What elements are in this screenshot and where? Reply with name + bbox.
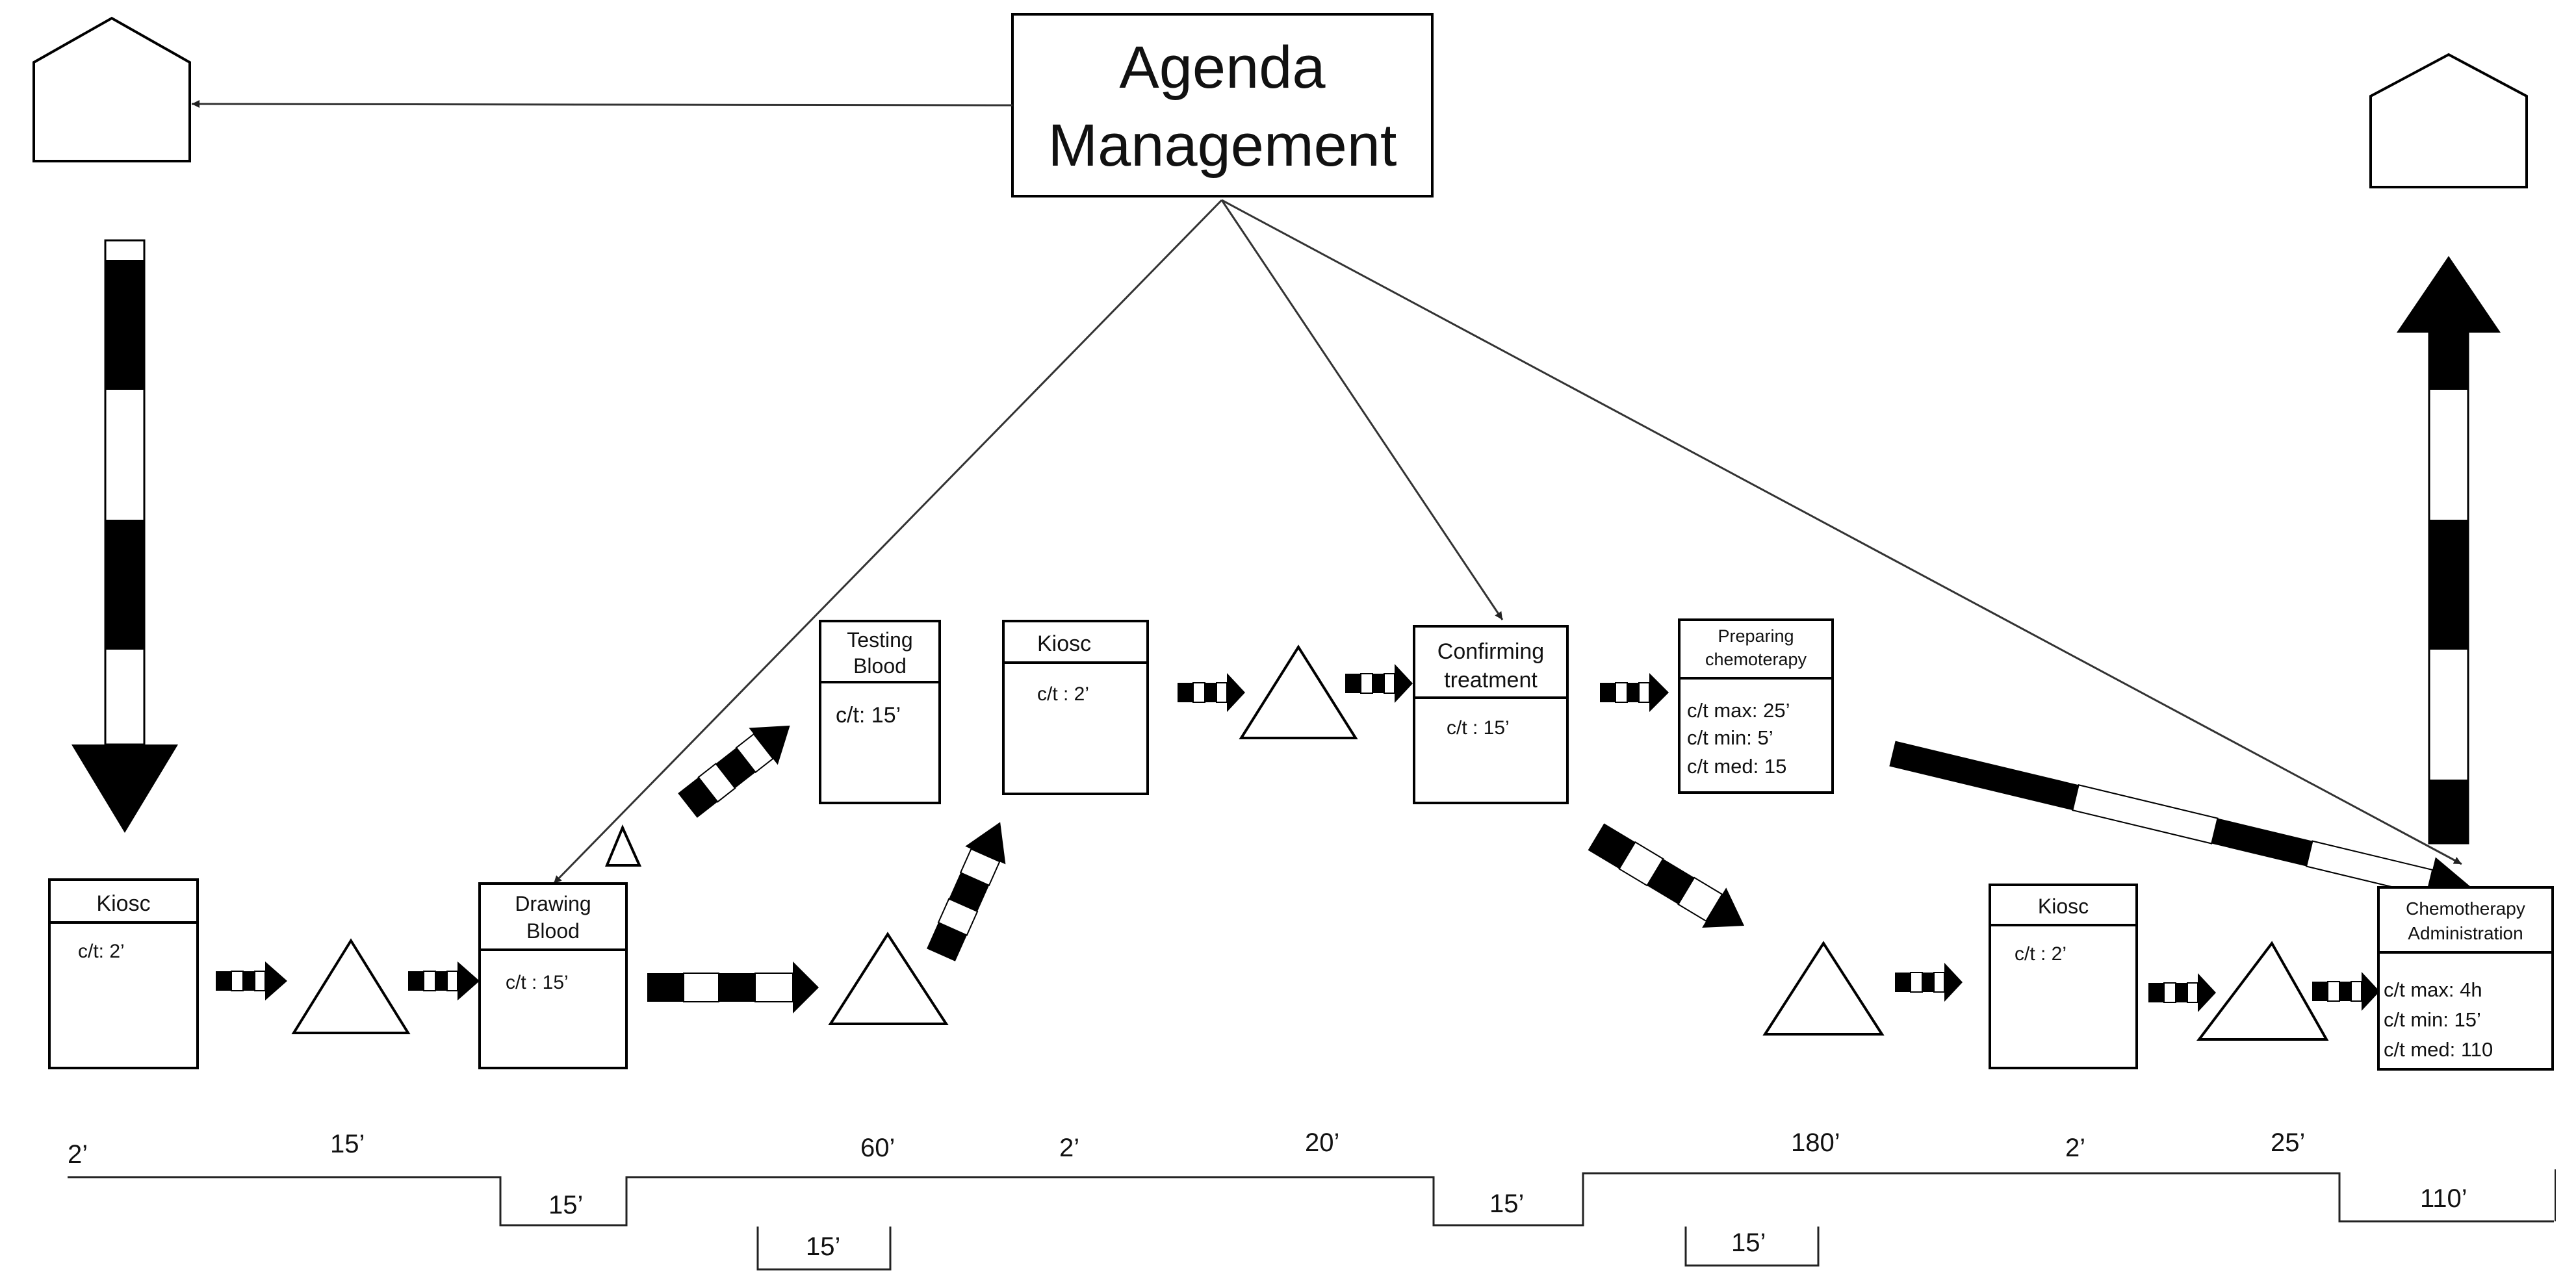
timeline-line [68, 1172, 2554, 1227]
supplier-house-icon [32, 16, 191, 162]
process-testing-blood: Testing Blood c/t: 15’ [819, 620, 941, 804]
preparing-ct-min: c/t min: 5’ [1687, 726, 1773, 749]
testing-title-line1: Testing [847, 628, 912, 652]
push-arrow-2 [408, 961, 480, 1000]
push-arrow-6 [1895, 963, 1963, 1002]
testing-title-line2: Blood [853, 654, 907, 678]
wait-time-5: 20’ [1305, 1128, 1339, 1157]
info-line-to-chemo [1221, 199, 2462, 865]
push-arrow-5 [1600, 673, 1669, 712]
inventory-triangle-2 [828, 932, 949, 1025]
process-drawing-blood: Drawing Blood c/t : 15’ [478, 882, 628, 1069]
chemo-ct-med: c/t med: 110 [2384, 1038, 2493, 1061]
push-arrow-confirming-down [1588, 823, 1745, 928]
process-kiosc-3: Kiosc c/t : 2’ [1989, 884, 2138, 1069]
push-arrow-3 [1178, 673, 1245, 712]
supplier-push-arrow [71, 239, 178, 833]
drawing-title-line1: Drawing [515, 892, 591, 915]
inventory-triangle-5 [2196, 941, 2329, 1041]
kiosc-2-cycle-time: c/t : 2’ [1037, 683, 1089, 705]
chemo-title-line2: Administration [2408, 923, 2523, 943]
timeline-sub-bracket-2 [1684, 1227, 1820, 1267]
info-line-to-confirming [1220, 199, 1504, 620]
sub-step-time-1: 15’ [806, 1232, 840, 1261]
push-arrow-4 [1345, 664, 1413, 703]
process-confirming-treatment: Confirming treatment c/t : 15’ [1413, 625, 1569, 804]
preparing-title-line1: Preparing [1718, 626, 1794, 646]
confirming-cycle-time: c/t : 15’ [1447, 717, 1510, 739]
wait-time-3: 60’ [860, 1134, 895, 1162]
chemo-title-line1: Chemotherapy [2406, 898, 2525, 919]
confirming-title-line2: treatment [1444, 668, 1538, 693]
agenda-title-line1: Agenda [1119, 34, 1326, 101]
customer-shipment-arrow [2397, 256, 2501, 845]
push-arrow-preparing-to-chemo [1889, 741, 2480, 908]
inventory-triangle-1 [291, 938, 411, 1034]
wait-time-2: 15’ [330, 1130, 365, 1158]
push-arrow-8 [2312, 972, 2380, 1011]
timeline-sub-bracket-1 [756, 1227, 892, 1271]
preparing-ct-med: c/t med: 15 [1687, 755, 1786, 778]
process-preparing-chemoterapy: Preparing chemoterapy c/t max: 25’ c/t m… [1678, 618, 1834, 794]
kiosc-2-title: Kiosc [1037, 631, 1091, 656]
push-arrow-1 [216, 961, 287, 1000]
kiosc-3-title: Kiosc [2038, 895, 2089, 918]
chemo-ct-max: c/t max: 4h [2384, 978, 2482, 1001]
chemo-ct-min: c/t min: 15’ [2384, 1008, 2481, 1031]
confirming-title-line1: Confirming [1437, 639, 1544, 664]
push-arrow-to-testing [678, 725, 790, 818]
wait-time-6: 180’ [1791, 1128, 1840, 1157]
step-time-2: 15’ [1489, 1190, 1524, 1218]
testing-cycle-time: c/t: 15’ [836, 703, 901, 728]
wait-time-4: 2’ [1059, 1134, 1079, 1162]
info-line-to-supplier [191, 100, 1013, 108]
inventory-triangle-small [605, 824, 642, 867]
inventory-triangle-4 [1762, 941, 1885, 1036]
wait-time-1: 2’ [68, 1140, 88, 1169]
push-arrow-7 [2148, 973, 2216, 1012]
process-chemotherapy-administration: Chemotherapy Administration c/t max: 4h … [2377, 886, 2554, 1071]
push-arrow-drawing-to-inventory [647, 961, 819, 1013]
inventory-triangle-3 [1239, 644, 1358, 739]
wait-time-7: 2’ [2065, 1134, 2085, 1162]
push-arrow-to-kiosc2 [927, 822, 1006, 961]
preparing-ct-max: c/t max: 25’ [1687, 699, 1790, 722]
process-kiosc-2: Kiosc c/t : 2’ [1002, 620, 1149, 795]
agenda-management-box: Agenda Management [1011, 13, 1434, 197]
step-time-1: 15’ [548, 1191, 583, 1219]
drawing-cycle-time: c/t : 15’ [506, 972, 569, 993]
drawing-title-line2: Blood [526, 919, 580, 943]
kiosc-1-cycle-time: c/t: 2’ [78, 941, 125, 962]
agenda-title-line2: Management [1048, 112, 1397, 179]
customer-house-icon [2369, 53, 2528, 188]
preparing-title-line2: chemoterapy [1705, 650, 1807, 669]
sub-step-time-2: 15’ [1731, 1228, 1766, 1257]
kiosc-3-cycle-time: c/t : 2’ [2015, 943, 2067, 965]
wait-time-8: 25’ [2271, 1128, 2305, 1157]
info-line-to-drawing [552, 199, 1223, 885]
kiosc-1-title: Kiosc [96, 891, 150, 916]
step-time-3: 110’ [2420, 1184, 2467, 1213]
process-kiosc-1: Kiosc c/t: 2’ [48, 878, 199, 1069]
